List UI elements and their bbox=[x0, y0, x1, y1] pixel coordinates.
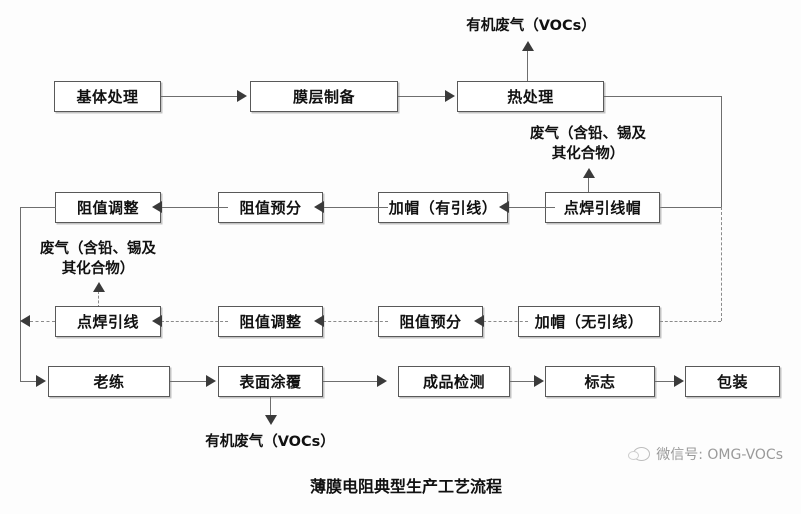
arrowhead-voc-bottom bbox=[265, 415, 277, 425]
node-aging[interactable]: 老练 bbox=[48, 366, 170, 397]
connector-spotweldcap-to-wastegas bbox=[588, 177, 589, 194]
node-cap-without-lead[interactable]: 加帽（无引线） bbox=[518, 306, 660, 337]
arrowhead-to-finished-inspection bbox=[377, 375, 387, 387]
arrowhead-to-heat-treatment bbox=[445, 90, 455, 102]
node-label: 加帽（无引线） bbox=[534, 313, 644, 331]
connector-trunk-to-spotweldcap bbox=[660, 207, 721, 208]
node-resistance-adjust-2[interactable]: 阻值调整 bbox=[218, 306, 323, 337]
node-spot-weld-lead-cap[interactable]: 点焊引线帽 bbox=[545, 192, 660, 223]
node-resistance-adjust-1[interactable]: 阻值调整 bbox=[55, 192, 161, 223]
arrowhead-to-resistance-adjust-1 bbox=[152, 201, 162, 213]
node-resistance-predivide-2[interactable]: 阻值预分 bbox=[378, 306, 483, 337]
arrowhead-waste-gas-right bbox=[583, 168, 595, 178]
arrowhead-to-aging bbox=[36, 375, 46, 387]
node-label: 老练 bbox=[93, 373, 125, 391]
diagram-caption: 薄膜电阻典型生产工艺流程 bbox=[310, 477, 503, 496]
wechat-bubble-icon bbox=[628, 445, 651, 463]
node-cap-with-lead[interactable]: 加帽（有引线） bbox=[378, 192, 508, 223]
arrowhead-waste-gas-left bbox=[93, 282, 105, 292]
connector-right-trunk-upper bbox=[721, 96, 722, 207]
node-film-preparation[interactable]: 膜层制备 bbox=[250, 81, 398, 112]
connector-spotweldlead-to-wastegas bbox=[98, 291, 99, 308]
node-label: 膜层制备 bbox=[292, 88, 355, 106]
node-label: 阻值调整 bbox=[239, 313, 302, 331]
connector-adjust1-left-out bbox=[20, 207, 56, 208]
connector-heat-right-out bbox=[604, 96, 722, 97]
connector-spotweldlead-left-out bbox=[30, 321, 55, 322]
connector-trunk-to-capwithoutlead bbox=[660, 321, 721, 322]
connector-predivide2-to-adjust2 bbox=[323, 321, 388, 322]
connector-adjust2-to-spotweldlead bbox=[161, 321, 228, 322]
label-waste-gas-right-line1: 废气（含铅、锡及 bbox=[530, 126, 646, 142]
node-label: 阻值预分 bbox=[239, 199, 302, 217]
arrowhead-to-cap-with-lead bbox=[499, 201, 509, 213]
arrowhead-to-resistance-predivide-2 bbox=[474, 315, 484, 327]
node-label: 表面涂覆 bbox=[239, 373, 302, 391]
node-label: 热处理 bbox=[507, 88, 554, 106]
node-marking[interactable]: 标志 bbox=[545, 366, 655, 397]
watermark-text: 微信号: OMG-VOCs bbox=[656, 447, 783, 463]
node-heat-treatment[interactable]: 热处理 bbox=[457, 81, 604, 112]
node-label: 阻值预分 bbox=[399, 313, 462, 331]
label-waste-gas-right-line2: 其化合物） bbox=[551, 146, 625, 162]
connector-inspection-to-marking bbox=[510, 381, 536, 382]
node-label: 基体处理 bbox=[76, 88, 139, 106]
connector-coating-to-inspection bbox=[323, 381, 379, 382]
connector-heat-to-voc bbox=[527, 50, 528, 81]
arrowhead-left-trunk-row3 bbox=[20, 315, 30, 327]
connector-substrate-to-film bbox=[161, 96, 239, 97]
connector-marking-to-packaging bbox=[655, 381, 676, 382]
arrowhead-to-resistance-adjust-2 bbox=[314, 315, 324, 327]
arrowhead-to-resistance-predivide-1 bbox=[314, 201, 324, 213]
arrowhead-to-film-preparation bbox=[237, 90, 247, 102]
arrowhead-voc-top bbox=[522, 41, 534, 51]
connector-capwithlead-to-predivide1 bbox=[323, 207, 388, 208]
arrowhead-to-surface-coating bbox=[206, 375, 216, 387]
connector-aging-to-coating bbox=[170, 381, 208, 382]
node-surface-coating[interactable]: 表面涂覆 bbox=[218, 366, 323, 397]
label-waste-gas-left-line1: 废气（含铅、锡及 bbox=[40, 241, 156, 257]
node-label: 标志 bbox=[584, 373, 616, 391]
label-voc-bottom: 有机废气（VOCs） bbox=[205, 434, 335, 450]
watermark: 微信号: OMG-VOCs bbox=[628, 444, 783, 464]
connector-film-to-heat bbox=[398, 96, 446, 97]
arrowhead-to-packaging bbox=[674, 375, 684, 387]
node-label: 成品检测 bbox=[422, 373, 485, 391]
connector-predivide1-to-adjust1 bbox=[161, 207, 228, 208]
connector-trunk-to-aging bbox=[20, 381, 40, 382]
connector-left-trunk bbox=[20, 207, 21, 381]
node-label: 阻值调整 bbox=[76, 199, 139, 217]
node-resistance-predivide-1[interactable]: 阻值预分 bbox=[218, 192, 323, 223]
label-waste-gas-left-line2: 其化合物） bbox=[61, 261, 135, 277]
arrowhead-to-spot-weld-lead bbox=[152, 315, 162, 327]
node-label: 加帽（有引线） bbox=[388, 199, 498, 217]
arrowhead-to-marking bbox=[534, 375, 544, 387]
node-finished-inspection[interactable]: 成品检测 bbox=[398, 366, 510, 397]
connector-right-trunk-lower-dashed bbox=[721, 207, 722, 321]
node-substrate-treatment[interactable]: 基体处理 bbox=[54, 81, 161, 112]
node-label: 点焊引线帽 bbox=[563, 199, 642, 217]
node-label: 包装 bbox=[716, 373, 748, 391]
node-label: 点焊引线 bbox=[76, 313, 139, 331]
connector-capwithoutlead-to-predivide2 bbox=[483, 321, 528, 322]
label-voc-top: 有机废气（VOCs） bbox=[466, 18, 596, 34]
node-spot-weld-lead[interactable]: 点焊引线 bbox=[55, 306, 161, 337]
connector-spotweldcap-to-capwithlead bbox=[508, 207, 555, 208]
node-packaging[interactable]: 包装 bbox=[685, 366, 780, 397]
connector-coating-to-voc bbox=[270, 397, 271, 417]
